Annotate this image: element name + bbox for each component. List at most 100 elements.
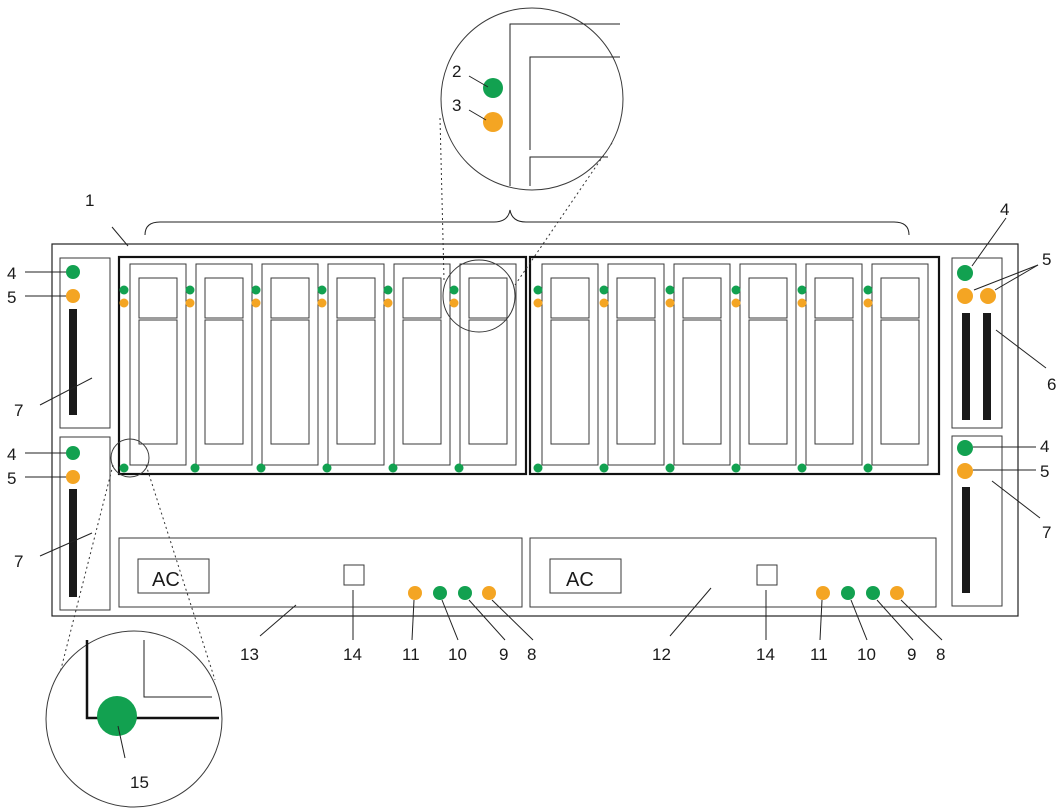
drive-activity-led (731, 285, 741, 295)
callout-4: 4 (1040, 437, 1049, 456)
drive-fault-led (863, 298, 873, 308)
right-lower-amber-led (957, 463, 973, 479)
callout-11: 11 (402, 645, 420, 664)
callout-9: 9 (907, 645, 916, 664)
power-switch (343, 564, 365, 586)
callout-14: 14 (756, 645, 775, 664)
callout-7: 7 (1042, 523, 1051, 542)
drive-power-led (533, 463, 543, 473)
drive-power-led (190, 463, 200, 473)
left-upper-module (59, 257, 111, 429)
drive-activity-led (383, 285, 393, 295)
callout-11: 11 (810, 645, 828, 664)
callout-5: 5 (1042, 250, 1051, 269)
ac-label: AC (152, 569, 180, 591)
drive-power-led (119, 463, 129, 473)
left-lower-module (59, 436, 111, 611)
drive-fault-led (119, 298, 129, 308)
drive-label-window (270, 277, 310, 319)
left-lower-amber-led (66, 470, 80, 484)
drive-power-led (322, 463, 332, 473)
right-upper-green-led (957, 265, 973, 281)
drive-handle (402, 319, 442, 445)
drive-bay (863, 263, 929, 473)
drive-activity-led (251, 285, 261, 295)
callout-8: 8 (936, 645, 945, 664)
callout-4: 4 (1000, 200, 1009, 219)
callout-4: 4 (7, 264, 16, 283)
callout-6: 6 (1047, 375, 1056, 394)
drive-label-window (748, 277, 788, 319)
drive-fault-led (731, 298, 741, 308)
drive-fault-led (665, 298, 675, 308)
drive-activity-led (599, 285, 609, 295)
left-lower-green-led (66, 446, 80, 460)
magnify-source-bottom (110, 438, 150, 478)
right-lower-handle (962, 487, 970, 593)
right-upper-amber-led-b (980, 288, 996, 304)
callout-1: 1 (85, 191, 94, 210)
callout-7: 7 (14, 552, 23, 571)
drive-power-led (665, 463, 675, 473)
callout-10: 10 (448, 645, 467, 664)
ps-right-led-8 (890, 586, 904, 600)
drive-power-led (388, 463, 398, 473)
drive-activity-led (185, 285, 195, 295)
callout-5: 5 (7, 288, 16, 307)
zoom-green-led (483, 78, 503, 98)
drive-handle (138, 319, 178, 445)
drive-fault-led (383, 298, 393, 308)
drive-activity-led (317, 285, 327, 295)
drive-bays (119, 263, 929, 473)
drive-handle (468, 319, 508, 445)
drive-bay (731, 263, 797, 473)
drive-activity-led (797, 285, 807, 295)
drive-bay (383, 263, 451, 473)
ps-left-led-10 (433, 586, 447, 600)
drive-handle (336, 319, 376, 445)
drive-activity-led (863, 285, 873, 295)
ps-left-led-9 (458, 586, 472, 600)
left-upper-green-led (66, 265, 80, 279)
ps-right-led-10 (841, 586, 855, 600)
drive-handle (748, 319, 788, 445)
drive-handle (682, 319, 722, 445)
drive-label-window (616, 277, 656, 319)
ac-inlet-label-box (549, 558, 622, 594)
callout-10: 10 (857, 645, 876, 664)
drive-power-led (256, 463, 266, 473)
drive-bay (449, 263, 517, 473)
callout-3: 3 (452, 96, 461, 115)
callout-2: 2 (452, 62, 461, 81)
power-switch (756, 564, 778, 586)
drive-power-led (599, 463, 609, 473)
callout-8: 8 (527, 645, 536, 664)
drive-fault-led (599, 298, 609, 308)
leader-lines (25, 75, 1047, 759)
drive-power-led (797, 463, 807, 473)
drive-fault-led (185, 298, 195, 308)
drive-activity-led (665, 285, 675, 295)
magnify-source-top (442, 259, 516, 333)
drive-fault-led (449, 298, 459, 308)
drive-handle (880, 319, 920, 445)
drive-power-led (454, 463, 464, 473)
callout-13: 13 (240, 645, 259, 664)
drive-label-window (468, 277, 508, 319)
left-upper-amber-led (66, 289, 80, 303)
drive-label-window (682, 277, 722, 319)
drive-handle (550, 319, 590, 445)
right-upper-handle-a (962, 313, 970, 420)
callout-labels: 1 2 3 4 5 7 4 5 7 4 5 6 4 5 7 8 9 10 11 … (7, 62, 1056, 792)
drive-label-window (880, 277, 920, 319)
callout-14: 14 (343, 645, 362, 664)
callout-5: 5 (7, 469, 16, 488)
drive-label-window (138, 277, 178, 319)
callout-12: 12 (652, 645, 671, 664)
drive-fault-led (317, 298, 327, 308)
ps-right-led-11 (816, 586, 830, 600)
drive-fault-led (251, 298, 261, 308)
right-upper-amber-led-a (957, 288, 973, 304)
drive-label-window (814, 277, 854, 319)
